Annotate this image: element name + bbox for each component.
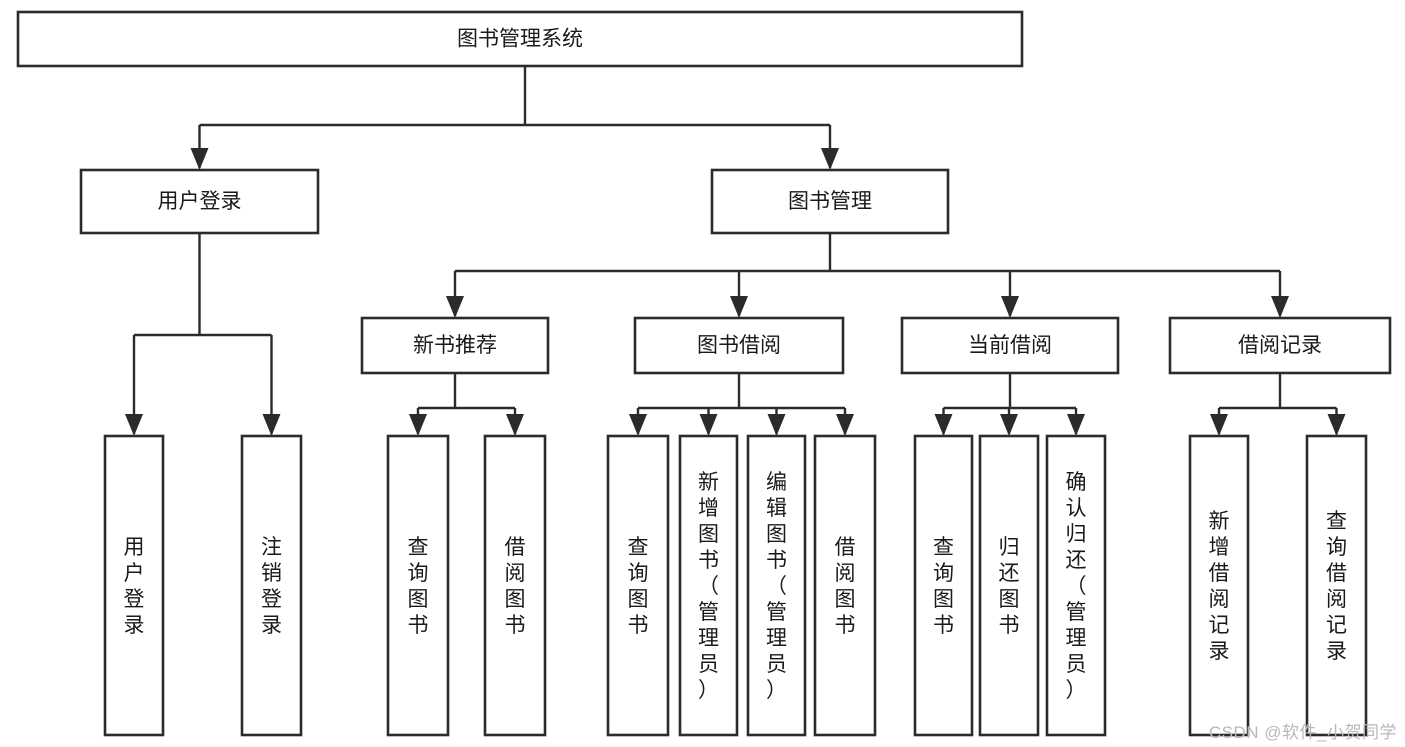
node-user-login-box[interactable] xyxy=(79,168,320,235)
node-leaf-confirm-return[interactable]: 确认归还（管理员） xyxy=(1045,434,1107,737)
node-root-label: 图书管理系统 xyxy=(457,28,583,51)
node-book-manage-box[interactable] xyxy=(710,168,950,235)
arrow-head-icon xyxy=(730,296,748,318)
node-leaf-user-login-label: 用户登录 xyxy=(124,536,145,637)
node-leaf-add-book[interactable]: 新增图书（管理员） xyxy=(678,434,739,737)
arrow-head-icon xyxy=(190,148,209,170)
node-leaf-borrow-book-2[interactable]: 借阅图书 xyxy=(813,434,877,737)
node-leaf-user-login-box[interactable] xyxy=(103,434,165,737)
node-leaf-query-book-3-box[interactable] xyxy=(913,434,974,737)
arrow-head-icon xyxy=(1271,296,1289,318)
node-leaf-add-record[interactable]: 新增借阅记录 xyxy=(1188,434,1250,737)
arrow-head-icon xyxy=(629,414,647,436)
arrow-head-icon xyxy=(934,414,953,436)
node-leaf-logout-box[interactable] xyxy=(240,434,303,737)
node-book-borrow-label: 图书借阅 xyxy=(697,334,781,357)
node-leaf-return-book-label: 归还图书 xyxy=(999,536,1020,637)
node-leaf-borrow-book-1[interactable]: 借阅图书 xyxy=(483,434,547,737)
node-book-manage-label: 图书管理 xyxy=(788,190,872,213)
node-leaf-edit-book-label: 编辑图书（管理员） xyxy=(766,471,787,702)
node-leaf-query-book-1[interactable]: 查询图书 xyxy=(386,434,450,737)
node-user-login-label: 用户登录 xyxy=(158,190,242,213)
node-root-box[interactable] xyxy=(16,10,1024,68)
node-leaf-edit-book-box[interactable] xyxy=(746,434,807,737)
arrow-head-icon xyxy=(821,148,839,170)
node-leaf-borrow-book-1-box[interactable] xyxy=(483,434,547,737)
node-leaf-add-record-label: 新增借阅记录 xyxy=(1209,510,1230,663)
node-leaf-borrow-book-2-label: 借阅图书 xyxy=(835,536,856,637)
node-leaf-confirm-return-box[interactable] xyxy=(1045,434,1107,737)
arrow-head-icon xyxy=(262,414,281,436)
node-leaf-add-book-label: 新增图书（管理员） xyxy=(698,471,719,702)
arrow-head-icon xyxy=(125,414,143,436)
node-book-borrow-box[interactable] xyxy=(633,316,845,375)
node-leaf-add-book-box[interactable] xyxy=(678,434,739,737)
node-leaf-query-book-1-label: 查询图书 xyxy=(408,536,429,637)
node-current-borrow-label: 当前借阅 xyxy=(968,334,1052,357)
node-leaf-query-record-box[interactable] xyxy=(1305,434,1368,737)
node-leaf-add-record-box[interactable] xyxy=(1188,434,1250,737)
arrow-head-icon xyxy=(699,414,718,436)
node-leaf-return-book[interactable]: 归还图书 xyxy=(978,434,1040,737)
arrow-head-icon xyxy=(506,414,524,436)
node-leaf-query-book-1-box[interactable] xyxy=(386,434,450,737)
arrow-head-icon xyxy=(1067,414,1085,436)
node-leaf-logout[interactable]: 注销登录 xyxy=(240,434,303,737)
node-leaf-borrow-book-1-label: 借阅图书 xyxy=(505,536,526,637)
node-root[interactable]: 图书管理系统 xyxy=(16,10,1024,68)
node-borrow-record-box[interactable] xyxy=(1168,316,1392,375)
node-leaf-borrow-book-2-box[interactable] xyxy=(813,434,877,737)
node-new-book-recommend-box[interactable] xyxy=(360,316,550,375)
arrow-head-icon xyxy=(767,414,786,436)
node-leaf-query-book-3-label: 查询图书 xyxy=(933,536,954,637)
node-leaf-query-book-2[interactable]: 查询图书 xyxy=(606,434,670,737)
node-book-borrow[interactable]: 图书借阅 xyxy=(633,316,845,375)
node-borrow-record[interactable]: 借阅记录 xyxy=(1168,316,1392,375)
node-current-borrow-box[interactable] xyxy=(900,316,1120,375)
node-leaf-query-book-2-label: 查询图书 xyxy=(628,536,649,637)
node-leaf-logout-label: 注销登录 xyxy=(261,536,282,637)
node-leaf-return-book-box[interactable] xyxy=(978,434,1040,737)
arrow-head-icon xyxy=(1210,414,1228,436)
arrow-head-icon xyxy=(1001,296,1019,318)
node-new-book-recommend-label: 新书推荐 xyxy=(413,334,497,357)
node-current-borrow[interactable]: 当前借阅 xyxy=(900,316,1120,375)
node-book-manage[interactable]: 图书管理 xyxy=(710,168,950,235)
node-leaf-query-record[interactable]: 查询借阅记录 xyxy=(1305,434,1368,737)
node-leaf-confirm-return-label: 确认归还（管理员） xyxy=(1066,471,1087,702)
arrow-head-icon xyxy=(409,414,427,436)
arrow-head-icon xyxy=(1000,414,1018,436)
arrow-head-icon xyxy=(446,296,464,318)
node-leaf-query-book-3[interactable]: 查询图书 xyxy=(913,434,974,737)
node-user-login[interactable]: 用户登录 xyxy=(79,168,320,235)
node-leaf-query-record-label: 查询借阅记录 xyxy=(1326,510,1347,663)
node-new-book-recommend[interactable]: 新书推荐 xyxy=(360,316,550,375)
node-layer: 图书管理系统用户登录图书管理新书推荐图书借阅当前借阅借阅记录用户登录注销登录查询… xyxy=(16,10,1392,737)
node-borrow-record-label: 借阅记录 xyxy=(1238,334,1322,357)
arrow-head-icon xyxy=(836,414,854,436)
node-leaf-query-book-2-box[interactable] xyxy=(606,434,670,737)
connector-layer xyxy=(125,66,1346,436)
node-leaf-edit-book[interactable]: 编辑图书（管理员） xyxy=(746,434,807,737)
csdn-watermark: CSDN @软件_小贺同学 xyxy=(1208,723,1397,742)
node-leaf-user-login[interactable]: 用户登录 xyxy=(103,434,165,737)
arrow-head-icon xyxy=(1327,414,1346,436)
